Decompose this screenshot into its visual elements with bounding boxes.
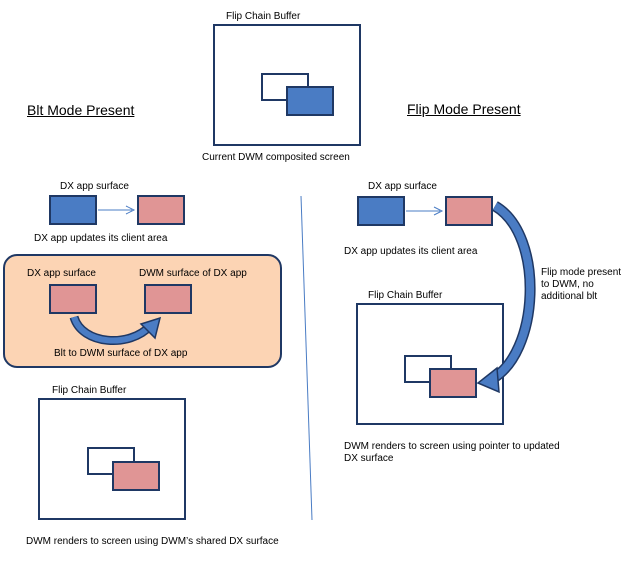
- flip-render-caption: DWM renders to screen using pointer to u…: [344, 441, 560, 464]
- blt-panel-caption: Blt to DWM surface of DX app: [54, 348, 188, 359]
- top-front-window: [286, 86, 334, 116]
- flip-present-curved-arrow: [476, 201, 536, 394]
- top-buffer-title: Flip Chain Buffer: [226, 11, 301, 22]
- flip-front-window: [429, 368, 477, 398]
- top-back-window: [261, 73, 309, 101]
- flip-update-caption: DX app updates its client area: [344, 246, 478, 257]
- flip-buffer-title: Flip Chain Buffer: [368, 290, 443, 301]
- center-divider: [300, 195, 313, 521]
- flip-surface-label: DX app surface: [368, 181, 437, 192]
- blt-update-caption: DX app updates its client area: [34, 233, 168, 244]
- blt-copy-curved-arrow: [69, 315, 162, 345]
- blt-buffer-title: Flip Chain Buffer: [52, 385, 127, 396]
- blt-update-arrow: [98, 205, 136, 215]
- blt-surface-label: DX app surface: [60, 181, 129, 192]
- blt-render-caption: DWM renders to screen using DWM’s shared…: [26, 536, 279, 547]
- blt-app-surface-after: [137, 195, 185, 225]
- flip-mode-heading: Flip Mode Present: [407, 101, 521, 117]
- blt-panel-left-label: DX app surface: [27, 268, 96, 279]
- blt-app-surface-before: [49, 195, 97, 225]
- flip-app-surface-after: [445, 196, 493, 226]
- flip-app-surface-before: [357, 196, 405, 226]
- blt-panel-right-label: DWM surface of DX app: [139, 268, 247, 279]
- flip-arrow-note: Flip mode present to DWM, no additional …: [541, 267, 622, 302]
- flip-update-arrow: [406, 206, 444, 216]
- top-buffer-caption: Current DWM composited screen: [202, 152, 350, 163]
- blt-panel-app-surface: [49, 284, 97, 314]
- blt-panel-dwm-surface: [144, 284, 192, 314]
- blt-front-window: [112, 461, 160, 491]
- blt-mode-heading: Blt Mode Present: [27, 102, 135, 118]
